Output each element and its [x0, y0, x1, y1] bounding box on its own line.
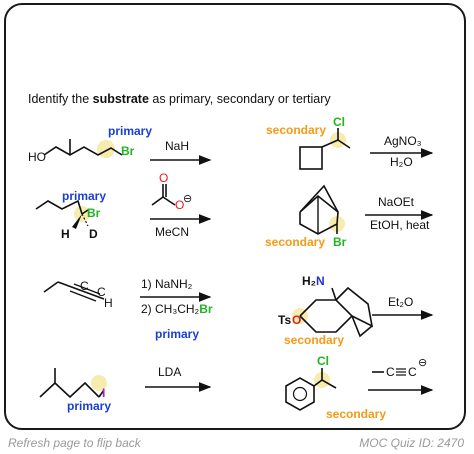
carbon-label: C: [386, 365, 395, 379]
acetylide-reagent: C C ⊖: [372, 357, 427, 379]
bromine-label: Br: [87, 206, 101, 220]
substrate-5: Cl secondary: [266, 115, 351, 170]
reagent-naoet: NaOEt: [378, 195, 415, 209]
iodine-label: I: [102, 386, 105, 400]
primary-label: primary: [67, 399, 111, 413]
hydrogen-label: H: [61, 227, 70, 241]
primary-label: primary: [155, 327, 199, 341]
tosyl-label: Ts: [278, 313, 291, 327]
negative-charge-icon: ⊖: [183, 193, 192, 205]
hydroxyl-label: HO: [28, 150, 46, 164]
instruction-pre: Identify the: [28, 92, 93, 106]
reagent-agno3: AgNO₃: [384, 134, 422, 148]
secondary-label: secondary: [265, 235, 325, 249]
substrate-3: C C H: [43, 279, 113, 310]
secondary-label: secondary: [326, 407, 386, 421]
quiz-id: MOC Quiz ID: 2470: [359, 436, 464, 450]
substrate-6: Br secondary: [265, 184, 347, 249]
secondary-label: secondary: [266, 123, 326, 137]
reactive-carbon-highlight: [91, 375, 107, 391]
deuterium-label: D: [89, 227, 98, 241]
benzene-ring: [285, 377, 315, 411]
substrate-2: Br H D primary: [35, 189, 106, 241]
secondary-label: secondary: [284, 333, 344, 347]
chlorine-label: Cl: [317, 354, 329, 368]
primary-label: primary: [108, 124, 152, 138]
carbon-label: C: [408, 365, 417, 379]
substrate-7: H₂N Ts O secondary: [278, 274, 374, 347]
reagent-lda: LDA: [158, 365, 181, 379]
carbon-label: C: [97, 285, 106, 299]
substrate-4: I primary: [39, 368, 111, 413]
instruction-bold: substrate: [92, 92, 149, 106]
bromine-label: Br: [121, 144, 135, 158]
bromine-label: Br: [333, 235, 347, 249]
substrate-1: HO Br primary: [28, 124, 152, 164]
reagent-ethyl-bromide: 2) CH₃CH₂Br: [141, 302, 213, 316]
reagent-etoh-heat: EtOH, heat: [370, 218, 430, 232]
carboxylate-oxygen-label: O: [175, 198, 184, 212]
carbonyl-oxygen-label: O: [159, 171, 168, 185]
negative-charge-icon: ⊖: [418, 357, 427, 369]
acetate-reagent: O O ⊖: [151, 171, 192, 212]
cyclobutane-ring: [299, 146, 323, 170]
hydrogen-label: H: [104, 296, 113, 310]
reagent-nah: NaH: [165, 139, 189, 153]
reagent-water: H₂O: [390, 155, 413, 169]
reagent-mecn: MeCN: [155, 225, 189, 239]
reagent-diethyl-ether: Et₂O: [388, 295, 413, 309]
reagent-nanh2: 1) NaNH₂: [141, 277, 193, 291]
chlorine-label: Cl: [333, 115, 345, 129]
substrate-8: Cl secondary: [285, 354, 386, 421]
instruction-text: Identify the substrate as primary, secon…: [28, 92, 331, 106]
refresh-hint[interactable]: Refresh page to flip back: [8, 436, 141, 450]
primary-label: primary: [62, 189, 106, 203]
amine-label: H₂N: [302, 274, 325, 288]
oxygen-label: O: [292, 313, 301, 327]
carbon-label: C: [80, 279, 89, 293]
instruction-post: as primary, secondary or tertiary: [148, 92, 331, 106]
